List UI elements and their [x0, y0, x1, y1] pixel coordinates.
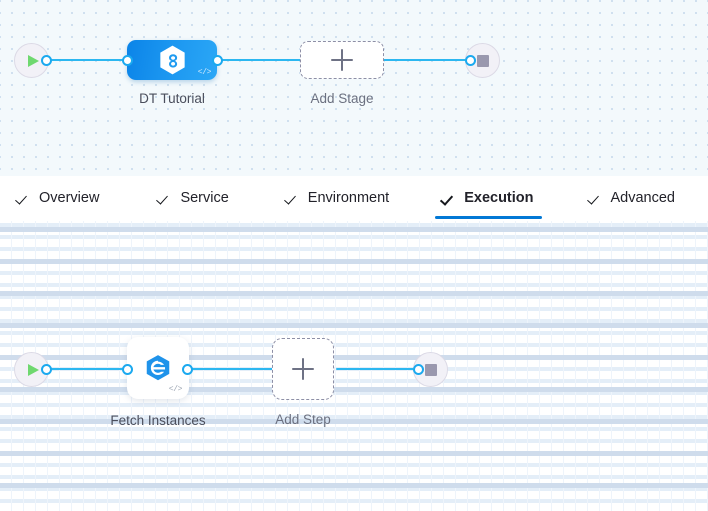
connector-start-to-step [44, 368, 136, 371]
connector-add-stage-to-end [378, 59, 476, 62]
code-tag-icon: </> [168, 385, 183, 394]
connector-add-step-to-end [336, 368, 424, 371]
step-node-label: Fetch Instances [110, 413, 206, 428]
stage-node-label: DT Tutorial [139, 91, 205, 106]
grid-dashes [0, 221, 708, 511]
active-tab-underline [435, 216, 542, 219]
check-icon [287, 192, 300, 205]
connector-stage-to-add-stage [212, 59, 310, 62]
play-icon [27, 363, 39, 376]
port-stage-in[interactable] [122, 55, 133, 66]
stage-config-tabs[interactable]: Overview Service Environment Execution A… [0, 176, 708, 221]
add-stage-label: Add Stage [310, 91, 374, 106]
plus-icon [292, 358, 314, 380]
play-icon [27, 54, 39, 67]
stop-icon [424, 363, 437, 376]
tab-environment[interactable]: Environment [287, 176, 389, 221]
add-step-button[interactable] [272, 338, 334, 400]
tab-service[interactable]: Service [159, 176, 228, 221]
plus-icon [331, 49, 353, 71]
pipeline-stage-canvas[interactable]: </> DT Tutorial Add Stage [0, 0, 708, 176]
port-stage-out[interactable] [212, 55, 223, 66]
execution-step-canvas[interactable]: </> Fetch Instances Add Step [0, 221, 708, 511]
tab-execution[interactable]: Execution [435, 176, 542, 221]
port-end-in[interactable] [465, 55, 476, 66]
port-step-out[interactable] [182, 364, 193, 375]
pipeline-start-node[interactable] [14, 43, 49, 78]
check-icon [159, 192, 172, 205]
check-icon [443, 192, 456, 205]
step-node-fetch-instances[interactable]: </> [127, 337, 189, 399]
add-step-label: Add Step [275, 412, 331, 427]
check-icon [18, 192, 31, 205]
port-exec-start-out[interactable] [41, 364, 52, 375]
tab-overview[interactable]: Overview [18, 176, 99, 221]
harness-e-hexagon-icon [146, 355, 170, 381]
connector-step-to-add-step [187, 368, 277, 371]
code-tag-icon: </> [197, 68, 212, 77]
check-icon [590, 192, 603, 205]
connector-start-to-stage [44, 59, 136, 62]
port-exec-end-in[interactable] [413, 364, 424, 375]
add-stage-button[interactable] [300, 41, 384, 79]
port-start-out[interactable] [41, 55, 52, 66]
tab-advanced[interactable]: Advanced [590, 176, 676, 221]
grid-columns [0, 221, 708, 511]
harness-hexagon-icon [159, 45, 185, 75]
stop-icon [476, 54, 489, 67]
port-step-in[interactable] [122, 364, 133, 375]
stage-node-dt-tutorial[interactable]: </> [127, 40, 217, 80]
